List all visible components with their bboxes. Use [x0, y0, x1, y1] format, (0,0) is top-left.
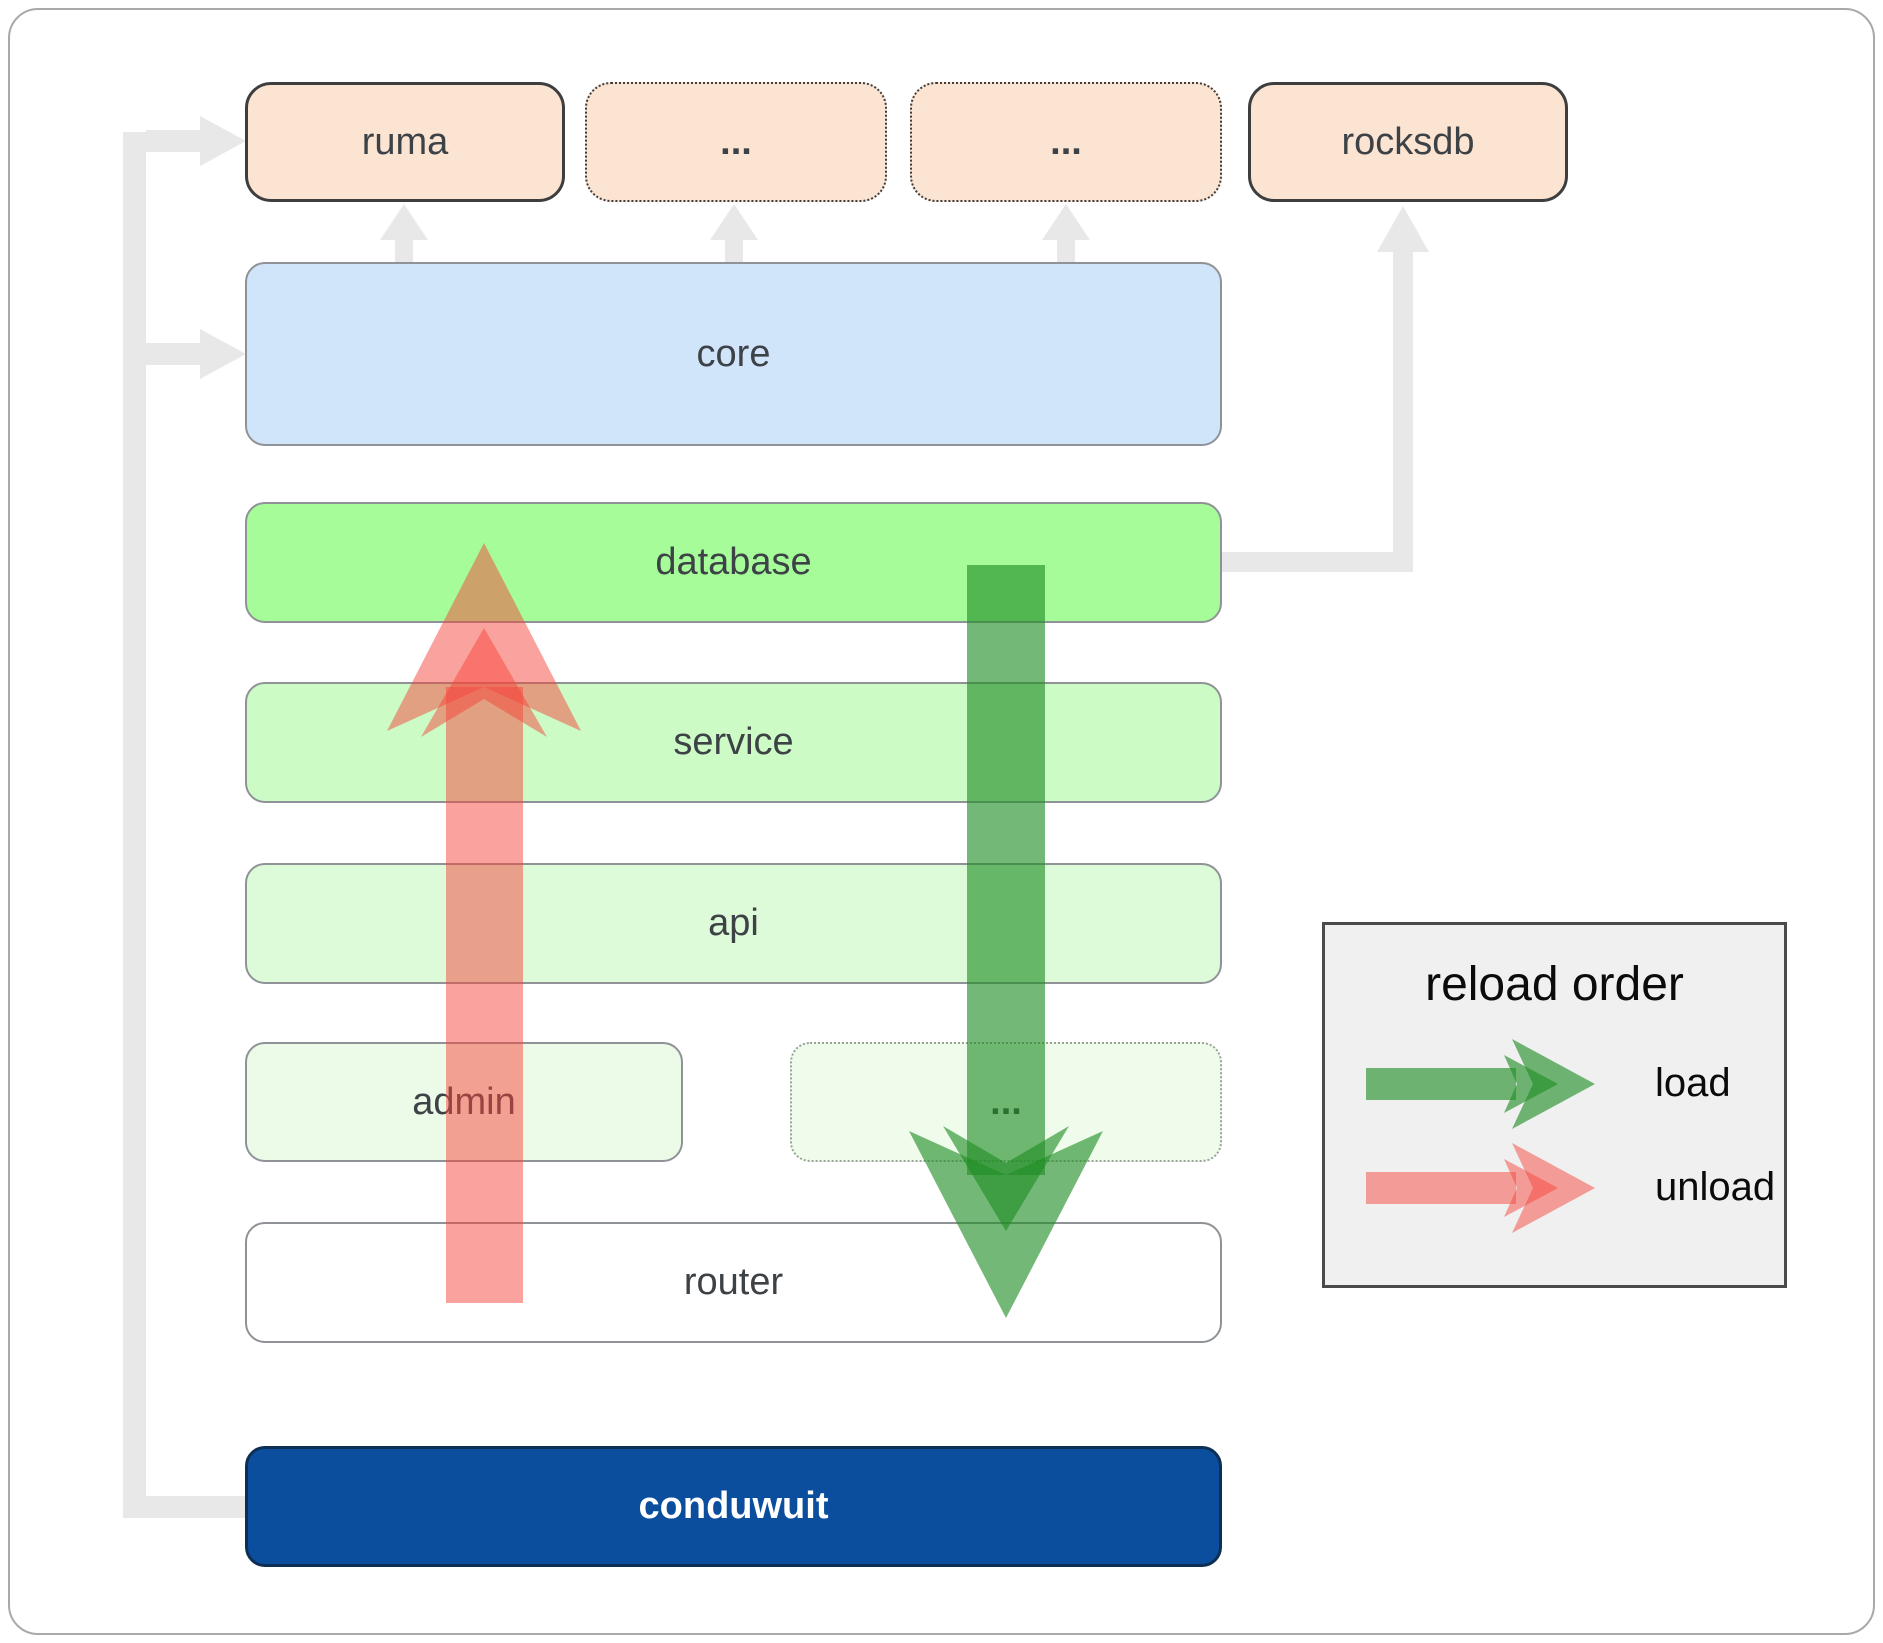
node-conduwuit-label: conduwuit: [638, 1485, 829, 1527]
node-ruma-label: ruma: [361, 120, 449, 163]
legend-title: reload order: [1425, 958, 1684, 1011]
node-router: router: [245, 1222, 1222, 1343]
node-router-label: router: [683, 1261, 784, 1303]
node-admin-label: admin: [412, 1080, 516, 1123]
node-api-label: api: [708, 902, 759, 944]
node-ellipsis-2-label: ...: [1050, 120, 1082, 163]
node-core: core: [245, 262, 1222, 446]
node-database-label: database: [655, 541, 812, 583]
node-conduwuit: conduwuit: [245, 1446, 1222, 1567]
node-ellipsis-1: ...: [585, 82, 887, 202]
node-ruma: ruma: [245, 82, 565, 202]
node-database: database: [245, 502, 1222, 623]
node-ellipsis-3: ...: [790, 1042, 1222, 1162]
node-ellipsis-2: ...: [910, 82, 1222, 202]
node-api: api: [245, 863, 1222, 984]
legend-reload-order: reload order load unload: [1322, 922, 1787, 1288]
node-service-label: service: [673, 721, 794, 763]
node-ellipsis-3-label: ...: [990, 1080, 1022, 1123]
node-ellipsis-1-label: ...: [720, 120, 752, 163]
node-admin: admin: [245, 1042, 683, 1162]
diagram-border: [8, 8, 1875, 1635]
node-rocksdb-label: rocksdb: [1341, 120, 1475, 163]
legend-load-label: load: [1655, 1061, 1731, 1105]
node-rocksdb: rocksdb: [1248, 82, 1568, 202]
legend-unload-label: unload: [1655, 1165, 1776, 1209]
node-core-label: core: [696, 332, 771, 375]
node-service: service: [245, 682, 1222, 803]
